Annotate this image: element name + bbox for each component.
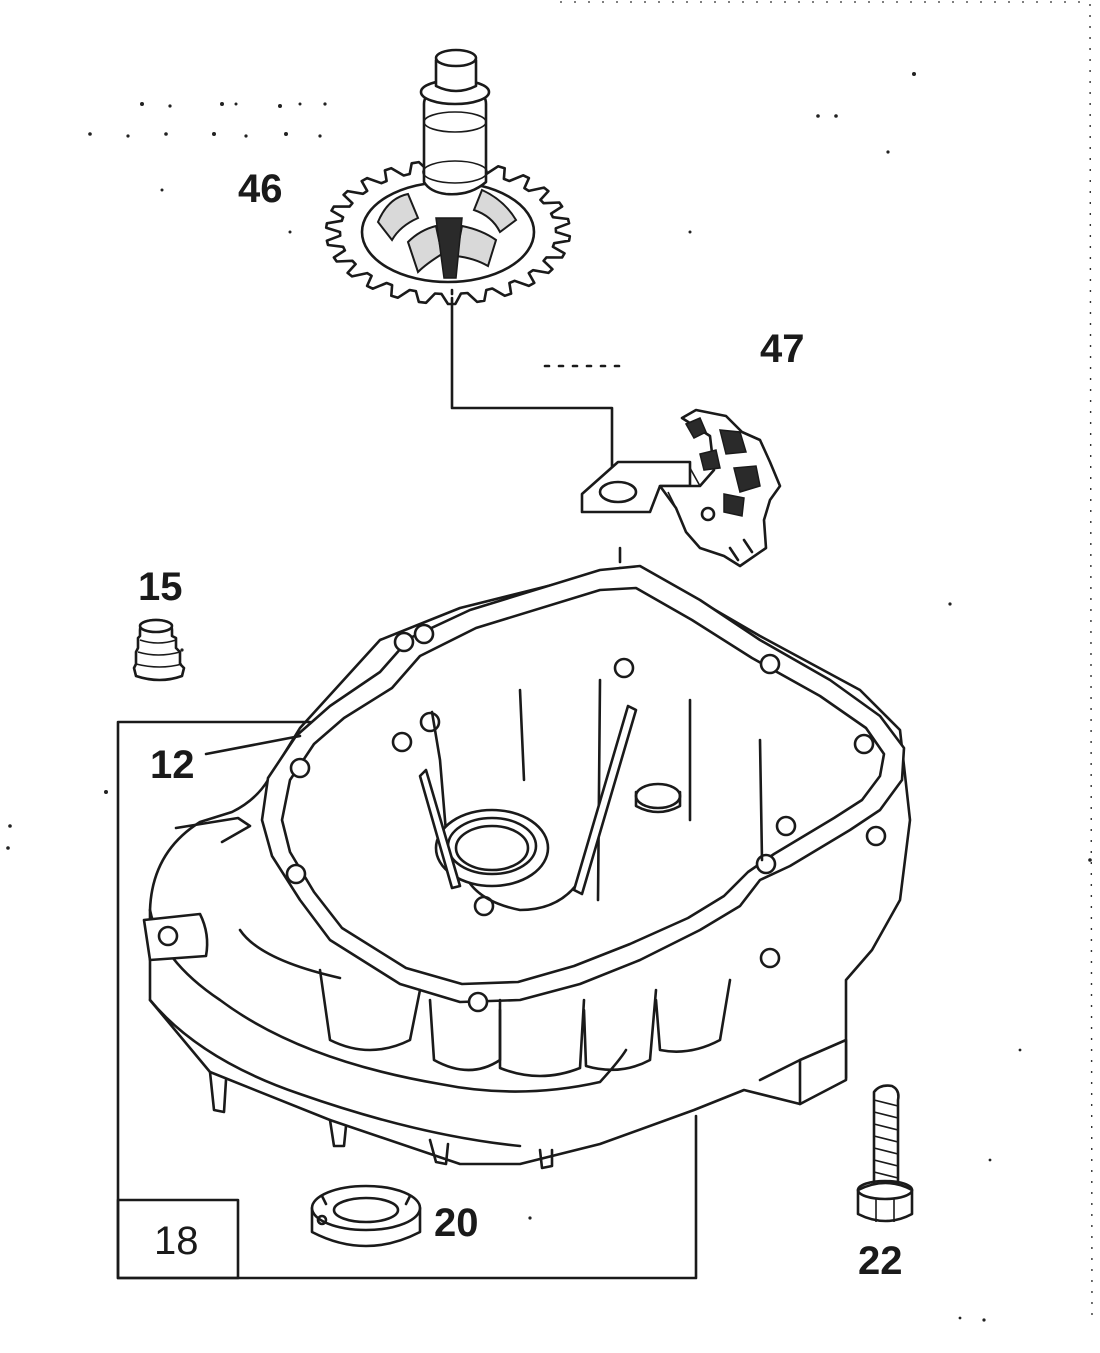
part-number-15: 15 (138, 565, 183, 609)
gasket-bolt-hole (759, 947, 781, 969)
cam-gear-part (324, 48, 614, 478)
gasket-bolt-hole (759, 653, 781, 675)
scan-border-right (1089, 3, 1093, 1321)
scan-noise (6, 72, 1092, 1322)
gasket-bolt-hole (285, 863, 307, 885)
gasket-bolt-hole (865, 825, 887, 847)
bolt-part (856, 1084, 914, 1223)
plug-part (132, 618, 186, 682)
gasket-bolt-hole (853, 733, 875, 755)
gasket-bolt-hole (289, 757, 311, 779)
gasket-bolt-hole (419, 711, 441, 733)
part-number-12: 12 (150, 743, 195, 787)
gasket-bolt-hole (775, 815, 797, 837)
gasket-bolt-hole (413, 623, 435, 645)
gasket-bolt-hole (391, 731, 413, 753)
gasket-bolt-hole (755, 853, 777, 875)
part-group-box-18 (116, 720, 698, 1280)
gasket-bolt-hole (393, 631, 415, 653)
part-number-46: 46 (238, 167, 283, 211)
oil-seal-part (310, 1184, 422, 1248)
part-number-18: 18 (154, 1219, 199, 1263)
gasket-bolt-hole (467, 991, 489, 1013)
leader-line-12 (204, 734, 302, 756)
part-number-20: 20 (434, 1201, 479, 1245)
part-number-47: 47 (760, 327, 805, 371)
part-number-22: 22 (858, 1239, 903, 1283)
gasket-bolt-hole (613, 657, 635, 679)
crankcase-cover-part (142, 564, 912, 1170)
governor-bracket-part (543, 364, 782, 632)
